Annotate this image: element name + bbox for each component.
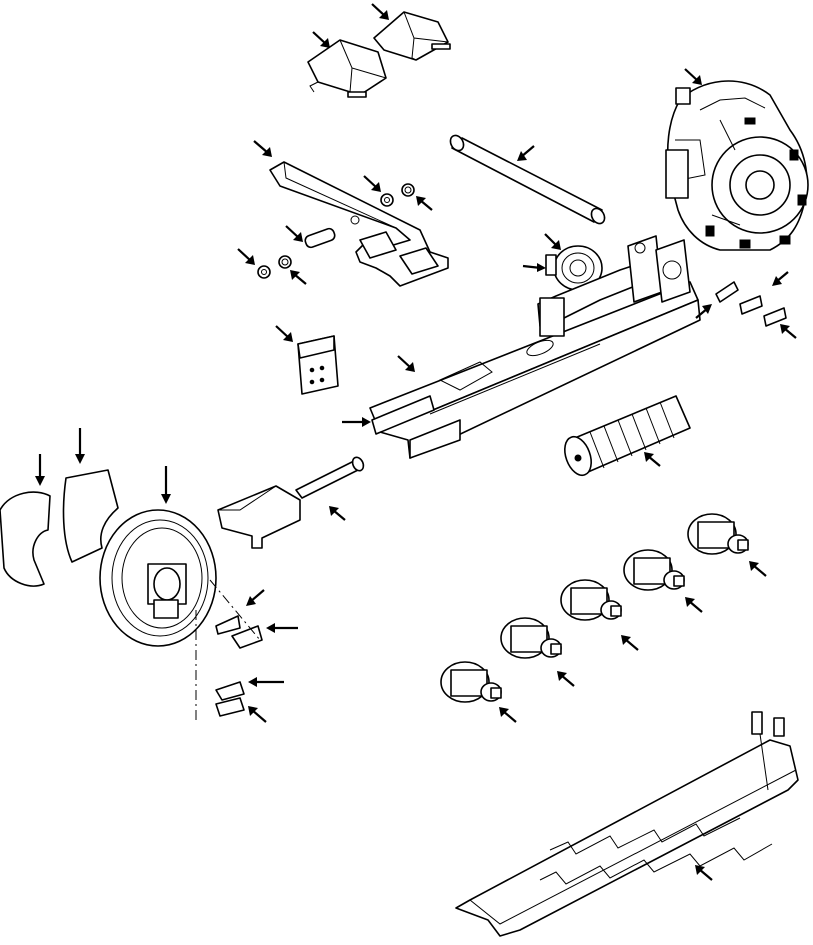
callout-arrow	[161, 466, 171, 504]
callout-arrow	[544, 233, 561, 250]
callout-arrow	[772, 271, 789, 286]
callout-arrow	[371, 3, 389, 20]
wear-plate	[297, 335, 339, 395]
callout-arrow	[499, 707, 517, 723]
callout-arrow	[557, 671, 575, 687]
callout-arrow	[75, 428, 85, 464]
roller-guard	[455, 711, 799, 937]
callout-arrow	[780, 324, 797, 339]
track-roller	[440, 513, 749, 703]
callout-arrow	[397, 355, 415, 372]
callout-arrow	[246, 589, 265, 606]
washer	[278, 183, 415, 269]
track-frame	[369, 235, 701, 459]
callout-arrow	[290, 270, 307, 285]
callout-arrow	[253, 140, 272, 157]
callout-arrow	[248, 706, 267, 723]
callout-arrow	[416, 196, 433, 211]
callout-arrow	[621, 635, 639, 651]
callout-arrow	[685, 597, 703, 613]
idler-yoke	[217, 456, 365, 549]
callout-arrow	[266, 623, 298, 633]
final-drive-sprocket	[665, 80, 809, 251]
callout-arrow	[285, 225, 303, 242]
callout-arrow	[695, 304, 712, 319]
callout-arrow	[237, 248, 255, 265]
callout-arrow	[517, 145, 535, 161]
callout-arrow	[342, 417, 371, 427]
callout-arrows	[35, 3, 797, 881]
shim	[215, 281, 787, 717]
pin	[304, 227, 336, 249]
callout-arrow	[35, 454, 45, 486]
callout-arrow	[275, 325, 293, 342]
callout-arrow	[363, 175, 381, 192]
pivot-shaft	[449, 134, 606, 225]
nut	[257, 193, 394, 279]
callout-arrow	[695, 865, 713, 881]
callout-arrow	[749, 561, 767, 577]
callout-arrow	[312, 31, 330, 48]
track-guard-right	[373, 11, 451, 61]
callout-arrow	[329, 506, 346, 521]
callout-arrow	[684, 68, 702, 85]
recoil-spring	[564, 395, 691, 477]
callout-arrow	[644, 452, 661, 467]
equalizer-bar	[269, 161, 449, 287]
front-idler	[0, 469, 261, 720]
callout-arrow	[248, 677, 284, 687]
callout-arrow	[522, 263, 546, 272]
track-guard-left	[307, 39, 387, 98]
